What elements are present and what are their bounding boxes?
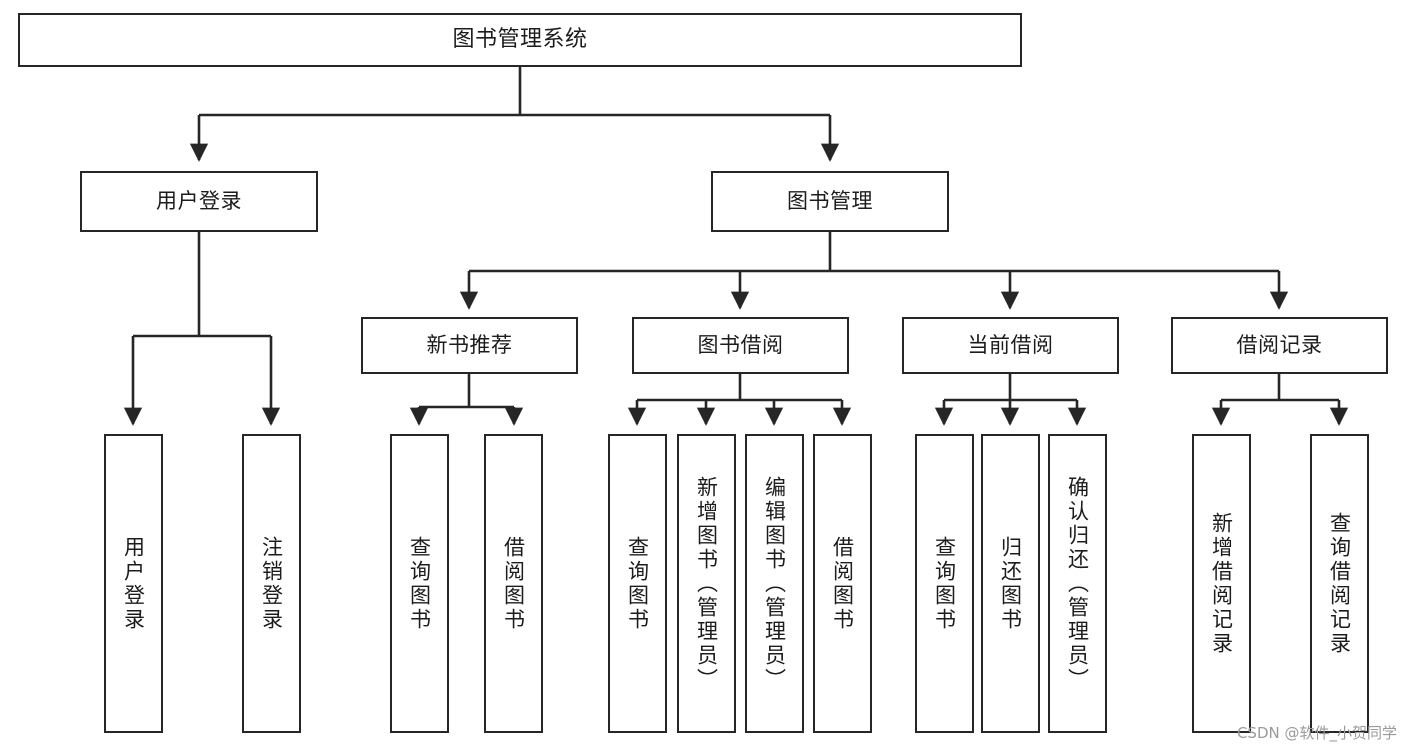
node-leaf-query-book-3[interactable]: 查询图书 — [915, 434, 974, 733]
watermark-text: CSDN @软件_小贺同学 — [1236, 724, 1397, 742]
node-leaf-borrow-book-2[interactable]: 借阅图书 — [813, 434, 872, 733]
node-book-borrow[interactable]: 图书借阅 — [632, 317, 849, 374]
node-user-login[interactable]: 用户登录 — [80, 171, 318, 232]
node-leaf-return-book[interactable]: 归还图书 — [981, 434, 1040, 733]
node-label: 新增借阅记录 — [1209, 511, 1234, 656]
node-label: 确认归还（管理员） — [1065, 475, 1090, 692]
node-leaf-add-record[interactable]: 新增借阅记录 — [1192, 434, 1251, 733]
node-leaf-query-book-2[interactable]: 查询图书 — [608, 434, 667, 733]
node-leaf-borrow-book-1[interactable]: 借阅图书 — [484, 434, 543, 733]
node-leaf-query-book-1[interactable]: 查询图书 — [390, 434, 449, 733]
node-borrow-record[interactable]: 借阅记录 — [1171, 317, 1388, 374]
node-book-management[interactable]: 图书管理 — [711, 171, 949, 232]
node-label: 查询图书 — [407, 535, 432, 632]
node-label: 编辑图书（管理员） — [762, 475, 787, 692]
node-label: 用户登录 — [121, 535, 146, 632]
node-label: 借阅图书 — [501, 535, 526, 632]
node-label: 查询图书 — [625, 535, 650, 632]
node-current-borrow[interactable]: 当前借阅 — [902, 317, 1119, 374]
node-leaf-edit-book[interactable]: 编辑图书（管理员） — [745, 434, 804, 733]
node-leaf-query-record[interactable]: 查询借阅记录 — [1310, 434, 1369, 733]
node-leaf-confirm-return[interactable]: 确认归还（管理员） — [1048, 434, 1107, 733]
node-label: 图书借阅 — [697, 333, 784, 358]
node-label: 图书管理系统 — [452, 27, 588, 53]
node-root-system[interactable]: 图书管理系统 — [18, 13, 1022, 67]
node-leaf-logout-login[interactable]: 注销登录 — [242, 434, 301, 733]
node-label: 图书管理 — [787, 189, 873, 214]
node-label: 查询图书 — [932, 535, 957, 632]
node-label: 借阅记录 — [1236, 333, 1323, 358]
node-label: 当前借阅 — [967, 333, 1054, 358]
node-label: 查询借阅记录 — [1327, 511, 1352, 656]
node-label: 新书推荐 — [426, 333, 513, 358]
node-label: 归还图书 — [998, 535, 1023, 632]
node-label: 新增图书（管理员） — [694, 475, 719, 692]
node-leaf-user-login[interactable]: 用户登录 — [104, 434, 163, 733]
node-label: 用户登录 — [156, 189, 242, 214]
node-label: 借阅图书 — [830, 535, 855, 632]
node-label: 注销登录 — [259, 535, 284, 632]
node-leaf-add-book[interactable]: 新增图书（管理员） — [677, 434, 736, 733]
node-new-book-recommend[interactable]: 新书推荐 — [361, 317, 578, 374]
